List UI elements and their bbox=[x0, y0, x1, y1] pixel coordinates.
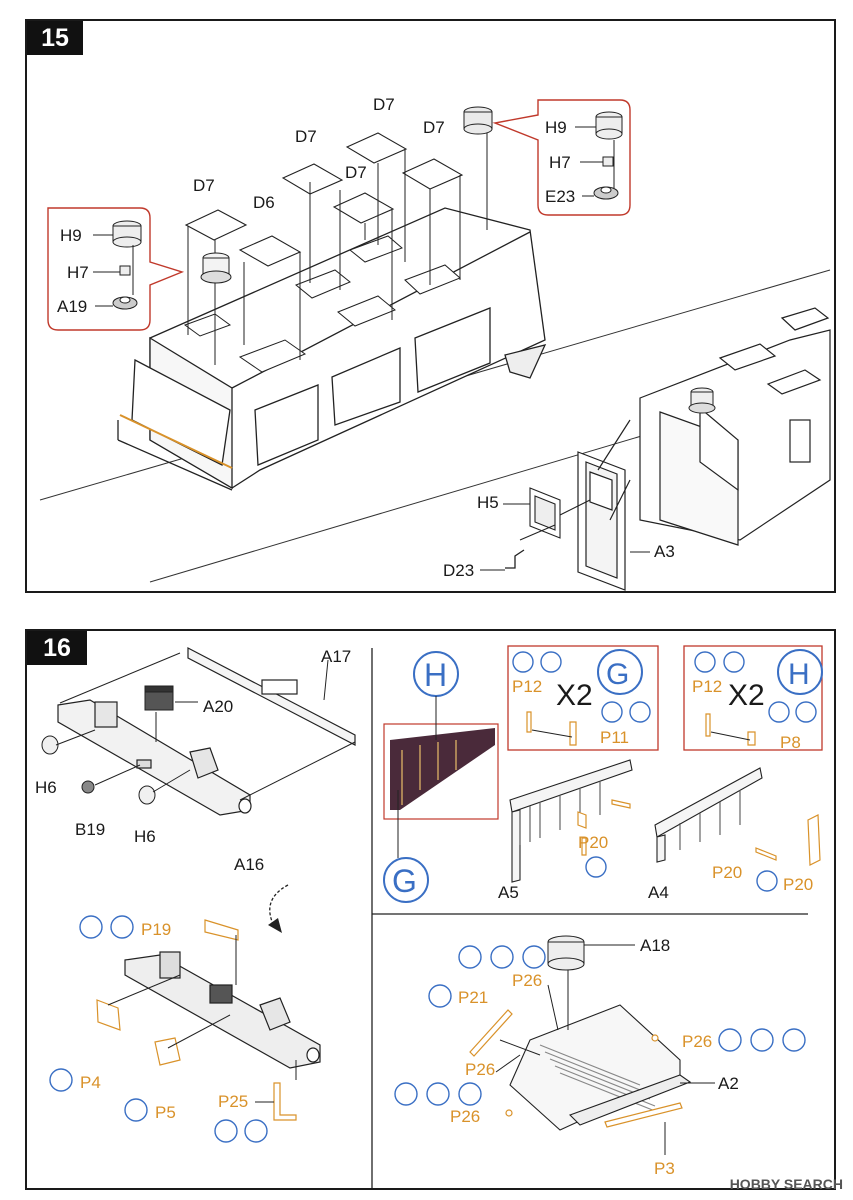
label-p3: P3 bbox=[654, 1159, 675, 1178]
floor-icons bbox=[394, 945, 806, 1106]
label-p20-a: P20 bbox=[578, 833, 608, 852]
watermark: HOBBY SEARCH bbox=[729, 1176, 843, 1192]
label-p26-c: P26 bbox=[450, 1107, 480, 1126]
label-d23: D23 bbox=[443, 561, 474, 580]
label-p19: P19 bbox=[141, 920, 171, 939]
label-d7-a: D7 bbox=[193, 176, 215, 195]
label-p20-b: P20 bbox=[712, 863, 742, 882]
label-h9-right: H9 bbox=[545, 118, 567, 137]
label-a16: A16 bbox=[234, 855, 264, 874]
callout-p12-p8 bbox=[683, 645, 823, 751]
part-d7-a bbox=[184, 209, 248, 241]
label-p5: P5 bbox=[155, 1103, 176, 1122]
label-a19: A19 bbox=[57, 297, 87, 316]
step-16-panel bbox=[25, 629, 836, 1190]
label-g-callout: G bbox=[606, 658, 629, 691]
roof-hatch-parts bbox=[184, 132, 464, 267]
step-15-diagram: D7 D6 D7 D7 D7 D7 H9 H7 A19 H9 H7 E23 H5… bbox=[39, 95, 831, 591]
lights-h6 bbox=[41, 729, 191, 805]
label-x2-b: X2 bbox=[728, 679, 765, 712]
roof-hatches bbox=[183, 235, 461, 373]
label-d6: D6 bbox=[253, 193, 275, 212]
lamp-a18 bbox=[547, 935, 635, 1030]
label-a17: A17 bbox=[321, 647, 351, 666]
label-h5: H5 bbox=[477, 493, 499, 512]
label-h-callout: H bbox=[788, 658, 810, 691]
callout-right-frame bbox=[492, 99, 631, 216]
label-p11: P11 bbox=[600, 728, 629, 747]
floor-pe-parts bbox=[469, 1009, 683, 1128]
label-h7-left: H7 bbox=[67, 263, 89, 282]
label-a5: A5 bbox=[498, 883, 519, 902]
label-a2: A2 bbox=[718, 1074, 739, 1093]
beacon-on-hull bbox=[200, 252, 232, 284]
label-e23: E23 bbox=[545, 187, 575, 206]
floor-plate-a2 bbox=[509, 1004, 692, 1131]
label-p20-c: P20 bbox=[783, 875, 813, 894]
callout-icons bbox=[512, 649, 823, 723]
connector-a20 bbox=[144, 685, 198, 742]
label-g-circle: G bbox=[392, 863, 417, 899]
step-15-badge: 15 bbox=[27, 21, 83, 55]
label-d7-b: D7 bbox=[295, 127, 317, 146]
callout-right-parts bbox=[575, 111, 623, 200]
handle-d23 bbox=[505, 549, 525, 569]
pe-parts-lower-left bbox=[96, 919, 297, 1121]
beacon-rear bbox=[688, 387, 716, 414]
label-p12-a: P12 bbox=[512, 677, 542, 696]
label-d7-d: D7 bbox=[373, 95, 395, 114]
label-h6-left: H6 bbox=[35, 778, 57, 797]
part-d7-d bbox=[345, 132, 408, 164]
part-d7-b bbox=[281, 163, 344, 195]
label-b19: B19 bbox=[75, 820, 105, 839]
rack-icons bbox=[585, 856, 778, 892]
bumper-a16 bbox=[57, 699, 252, 816]
label-a20: A20 bbox=[203, 697, 233, 716]
rack-a4 bbox=[654, 767, 763, 863]
label-p8: P8 bbox=[780, 733, 801, 752]
rear-door-a3 bbox=[577, 419, 631, 591]
label-p26-a: P26 bbox=[512, 971, 542, 990]
label-h-circle: H bbox=[424, 657, 447, 693]
label-p26-b: P26 bbox=[465, 1060, 495, 1079]
label-a3: A3 bbox=[654, 542, 675, 561]
label-a18: A18 bbox=[640, 936, 670, 955]
bumper-with-pe bbox=[124, 951, 321, 1069]
window-h5 bbox=[529, 487, 591, 539]
label-p26-d: P26 bbox=[682, 1032, 712, 1051]
plate-a17 bbox=[187, 647, 356, 746]
label-p21: P21 bbox=[458, 988, 488, 1007]
label-h7-right: H7 bbox=[549, 153, 571, 172]
hull-assembly-rear bbox=[639, 307, 831, 546]
step-16-badge: 16 bbox=[27, 631, 87, 665]
label-d7-e: D7 bbox=[423, 118, 445, 137]
callout-pe-parts bbox=[526, 711, 756, 746]
callout-left-parts bbox=[93, 220, 142, 310]
instruction-icons-lower-left bbox=[49, 915, 268, 1143]
rack-pe-parts bbox=[577, 799, 821, 866]
label-x2-a: X2 bbox=[556, 679, 593, 712]
callout-p12-p11 bbox=[507, 645, 659, 751]
callout-left-frame bbox=[47, 207, 185, 331]
label-p25: P25 bbox=[218, 1092, 248, 1111]
part-d7-c bbox=[332, 192, 395, 224]
label-p12-b: P12 bbox=[692, 677, 722, 696]
pe-fret-photo bbox=[383, 723, 499, 820]
label-d7-c: D7 bbox=[345, 163, 367, 182]
label-a4: A4 bbox=[648, 883, 669, 902]
part-d7-e bbox=[401, 158, 464, 190]
hull-pe-rail bbox=[119, 414, 233, 469]
label-h9-left: H9 bbox=[60, 226, 82, 245]
beacon-top-floating bbox=[463, 106, 493, 135]
label-h6-right: H6 bbox=[134, 827, 156, 846]
rack-a5 bbox=[509, 759, 633, 883]
label-p4: P4 bbox=[80, 1073, 101, 1092]
